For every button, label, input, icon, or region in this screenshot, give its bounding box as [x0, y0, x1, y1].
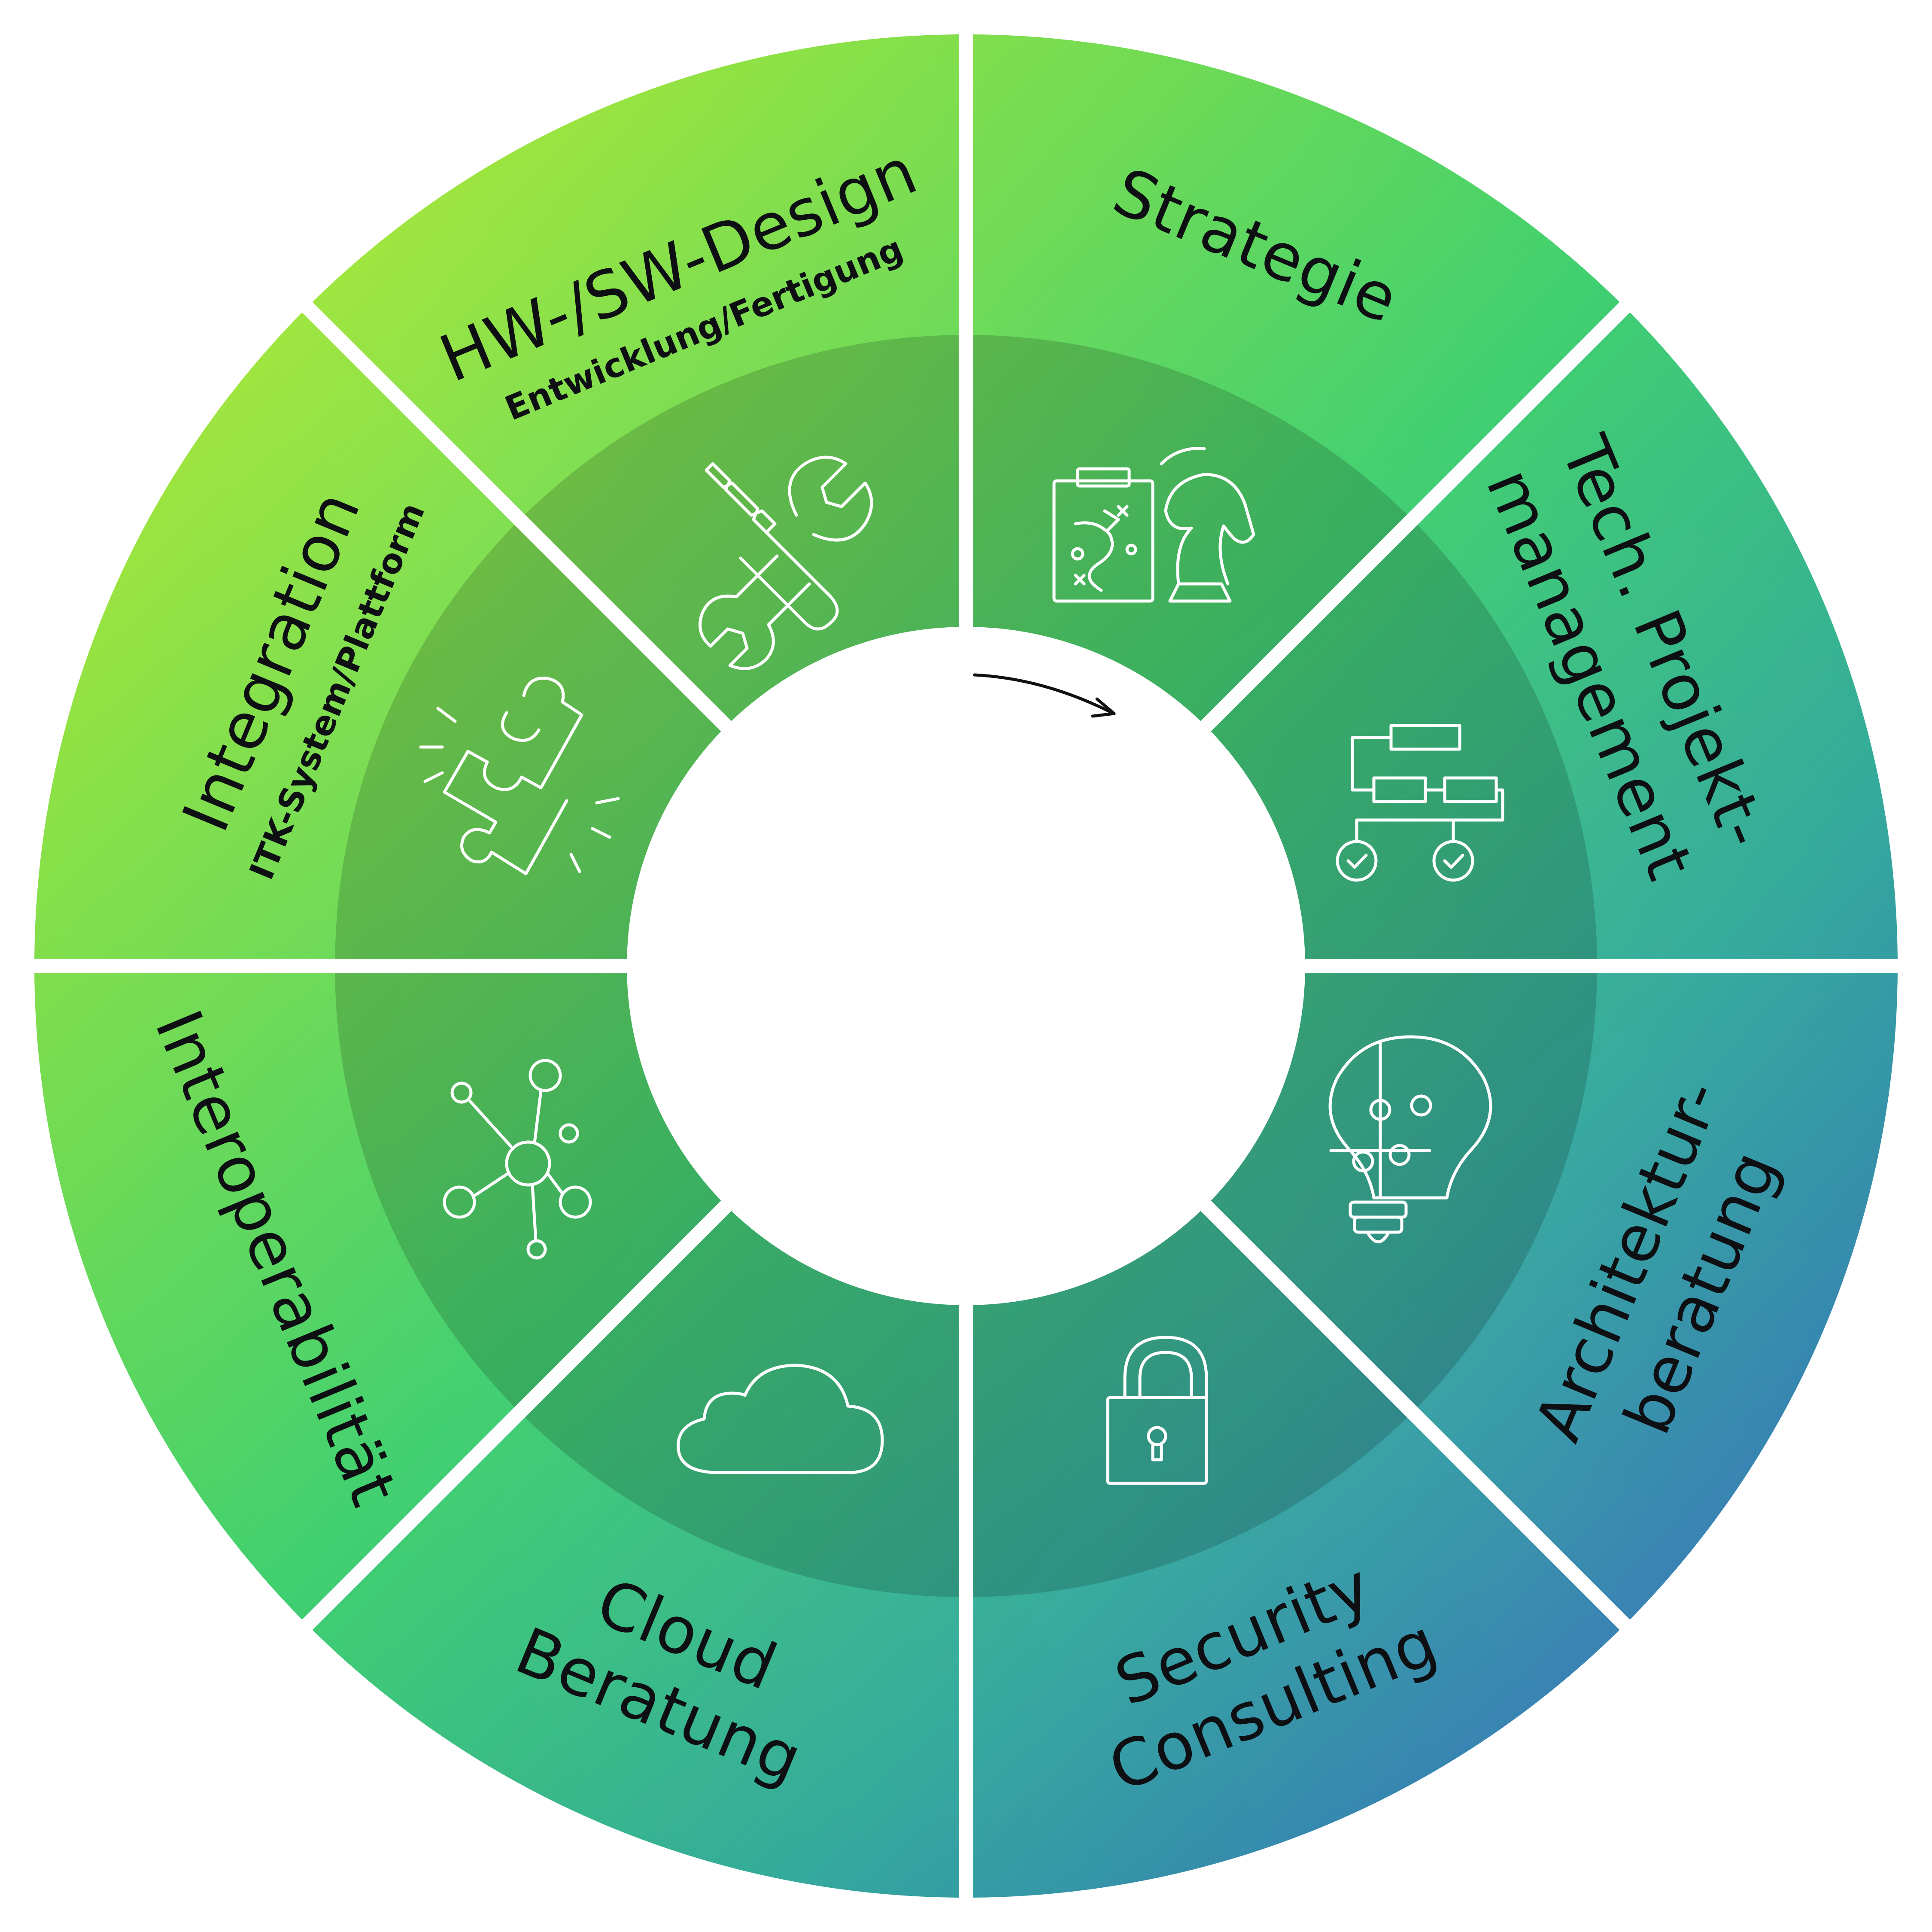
padlock-icon	[1106, 1336, 1208, 1485]
network-nodes-icon	[443, 1059, 592, 1260]
cloud-icon	[677, 1364, 884, 1474]
clockwise-arrow-icon	[973, 673, 1116, 718]
screwdriver-wrench-icon	[699, 456, 873, 670]
center-circle	[627, 627, 1305, 1305]
puzzle-piece-icon	[419, 677, 620, 875]
strategy-board-knight-icon	[1052, 447, 1255, 603]
flowchart-checkmarks-icon	[1336, 724, 1504, 882]
puzzle-lightbulb-icon	[1328, 1035, 1492, 1243]
